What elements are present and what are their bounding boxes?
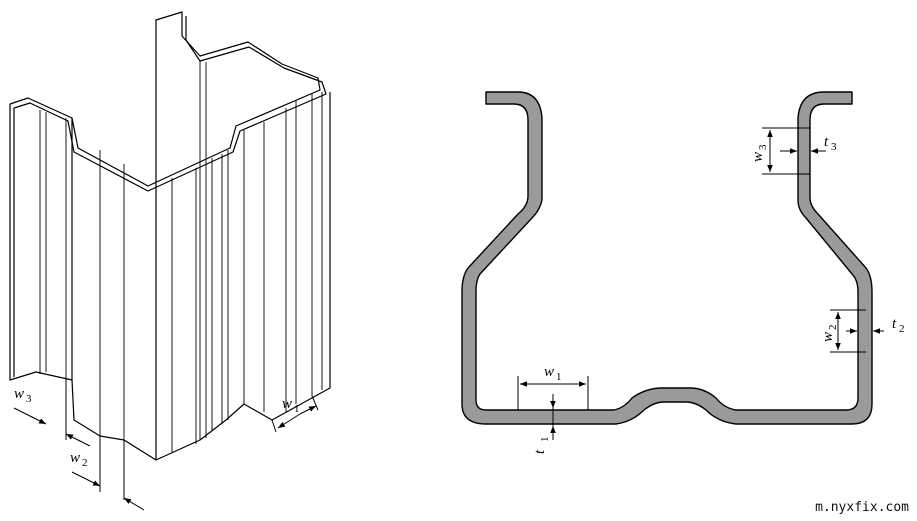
cs-dimension-w3 (762, 127, 810, 175)
iso-label-w1-letter: w (282, 396, 292, 412)
cs-label-w1-index: 1 (556, 371, 562, 383)
iso-top-edge-outer (9, 11, 321, 460)
cs-label-t3-index: 3 (831, 141, 837, 153)
isometric-view (9, 11, 331, 461)
iso-fold-lines (39, 60, 323, 452)
iso-label-w1-index: 1 (294, 403, 300, 415)
cs-dimension-w2 (830, 309, 866, 353)
cs-label-t2-index: 2 (899, 323, 905, 335)
cs-label-t1-index: 1 (539, 437, 551, 443)
cs-label-w1-letter: w (544, 364, 554, 380)
iso-dimension-w2 (71, 436, 145, 511)
cs-label-w3-index: 3 (757, 144, 769, 150)
cs-label-t2-letter: t (892, 316, 897, 332)
cs-label-t1-letter: t (532, 449, 548, 454)
iso-label-w3-index: 3 (26, 393, 32, 405)
watermark: m.nyxfix.com (815, 500, 909, 515)
cs-dimension-w1 (517, 376, 589, 410)
cross-section-profile (461, 91, 873, 425)
iso-label-w2-index: 2 (82, 457, 88, 469)
iso-label-w2-letter: w (70, 450, 80, 466)
cs-label-t3-letter: t (824, 134, 829, 150)
iso-left-flange (9, 104, 73, 381)
cs-label-w2-letter: w (820, 332, 836, 342)
iso-dimension-w3 (13, 378, 91, 447)
iso-top-edge-inner (13, 16, 327, 192)
cs-label-w2-index: 2 (827, 325, 839, 331)
cs-label-w3-letter: w (750, 152, 766, 162)
iso-label-w3-letter: w (14, 386, 24, 402)
iso-dimension-w1 (271, 395, 319, 433)
